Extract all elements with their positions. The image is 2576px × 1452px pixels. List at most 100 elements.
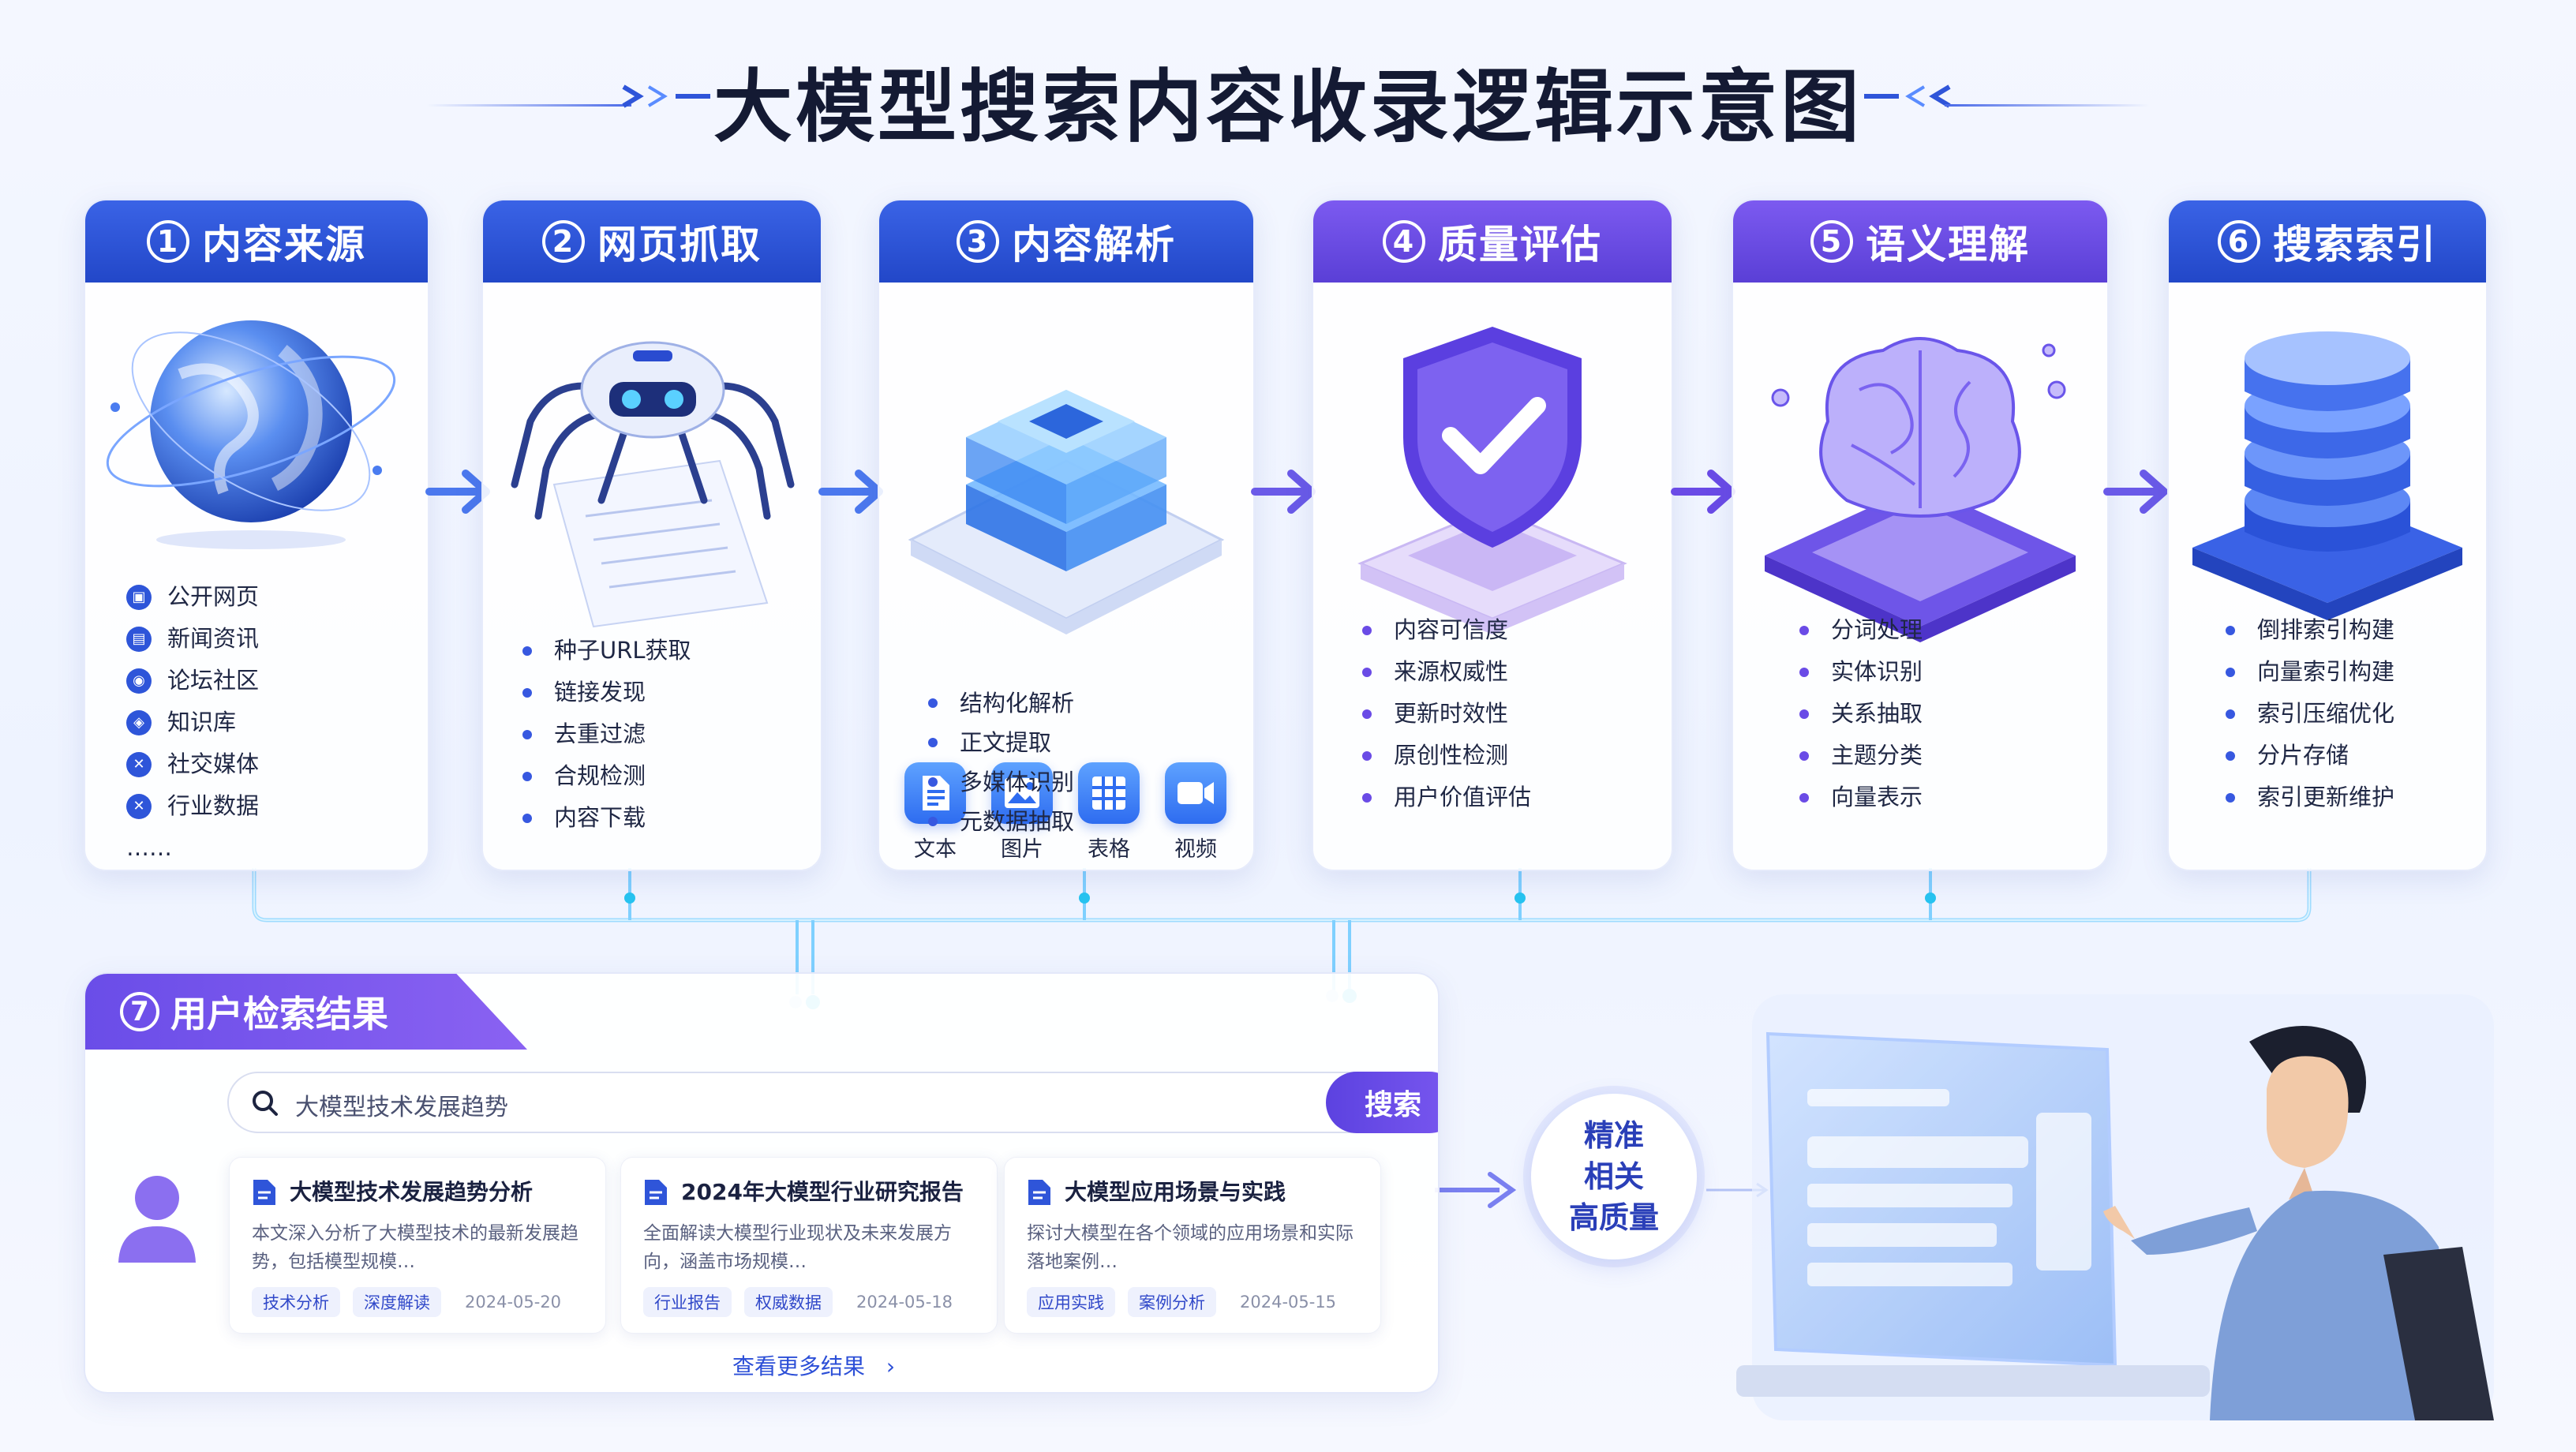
list-item: ◈知识库 <box>126 702 428 743</box>
list-item: 正文提取 <box>928 723 1253 762</box>
result-card-2[interactable]: 2024年大模型行业研究报告 全面解读大模型行业现状及未来发展方向，涵盖市场规模… <box>620 1157 998 1334</box>
brain-icon <box>1765 337 2076 642</box>
result-title[interactable]: 大模型应用场景与实践 <box>1065 1179 1286 1205</box>
result-description: 全面解读大模型行业现状及未来发展方向，涵盖市场规模… <box>643 1223 952 1272</box>
web-page-icon: ▣ <box>126 584 152 610</box>
stage-card-5: 5 语义理解 分词处理 实体识别 关系抽取 主题分类 向量表示 <box>1732 199 2109 871</box>
result-card-1[interactable]: 大模型技术发展趋势分析 本文深入分析了大模型技术的最新发展趋势，包括模型规模… … <box>229 1157 606 1334</box>
list-item: 链接发现 <box>522 672 821 713</box>
document-icon <box>253 1180 275 1205</box>
document-icon <box>1028 1180 1050 1205</box>
list-item: 去重过滤 <box>522 713 821 755</box>
result-date: 2024-05-15 <box>1240 1293 1337 1312</box>
list-item: 结构化解析 <box>928 683 1253 723</box>
result-title[interactable]: 大模型技术发展趋势分析 <box>290 1179 534 1205</box>
result-tag: 权威数据 <box>744 1287 833 1317</box>
stage-title-3: 内容解析 <box>1012 222 1176 268</box>
search-input[interactable]: 大模型技术发展趋势 搜索 <box>227 1072 1438 1133</box>
list-item: 倒排索引构建 <box>2226 609 2486 651</box>
list-item: 来源权威性 <box>1362 651 1672 693</box>
list-item: ◉论坛社区 <box>126 660 428 702</box>
precision-label-2: 相关 <box>1583 1159 1644 1194</box>
result-tag: 行业报告 <box>643 1287 732 1317</box>
list-item: 多媒体识别 <box>928 762 1253 802</box>
result-tags: 技术分析 深度解读 2024-05-20 <box>252 1287 561 1317</box>
stage-title-1: 内容来源 <box>202 222 366 268</box>
list-item: ✕社交媒体 <box>126 743 428 785</box>
list-item: 分片存储 <box>2226 735 2486 777</box>
stage-list-4: 内容可信度 来源权威性 更新时效性 原创性检测 用户价值评估 <box>1362 609 1672 818</box>
list-item: 合规检测 <box>522 755 821 797</box>
more-results-link[interactable]: 查看更多结果 › <box>732 1353 896 1379</box>
stage-header-5: 5 语义理解 <box>1733 200 2107 283</box>
stage-header-3: 3 内容解析 <box>879 200 1253 283</box>
document-icon <box>645 1180 667 1205</box>
page-title: 大模型搜索内容收录逻辑示意图 <box>713 61 1863 153</box>
search-icon <box>253 1091 278 1116</box>
stage-number-1: 1 <box>147 220 189 263</box>
result-description: 本文深入分析了大模型技术的最新发展趋势，包括模型规模… <box>252 1223 578 1272</box>
title-deco-left-icon <box>622 84 710 108</box>
result-tags: 应用实践 案例分析 2024-05-15 <box>1027 1287 1336 1317</box>
stage-title-5: 语义理解 <box>1866 222 2030 268</box>
list-item: 实体识别 <box>1799 651 2107 693</box>
stage-list-3: 结构化解析 正文提取 多媒体识别 元数据抽取 <box>928 683 1253 841</box>
list-item: 原创性检测 <box>1362 735 1672 777</box>
layered-cube-icon <box>908 390 1225 634</box>
result-title[interactable]: 2024年大模型行业研究报告 <box>681 1179 964 1205</box>
news-icon: ▤ <box>126 626 152 652</box>
list-item: 种子URL获取 <box>522 630 821 672</box>
industry-data-icon: ✕ <box>126 793 152 819</box>
social-media-icon: ✕ <box>126 751 152 777</box>
list-item: 内容下载 <box>522 797 821 839</box>
precision-label-1: 精准 <box>1583 1118 1644 1153</box>
media-table-icon <box>1078 762 1140 824</box>
precision-label-3: 高质量 <box>1568 1200 1659 1235</box>
user-avatar-icon <box>118 1176 196 1263</box>
list-item: 内容可信度 <box>1362 609 1672 651</box>
media-label-video: 视频 <box>1174 837 1217 862</box>
flow-arrow-icon <box>2103 470 2168 514</box>
shield-check-icon <box>1357 327 1627 634</box>
result-tag: 深度解读 <box>353 1287 441 1317</box>
list-item: 向量表示 <box>1799 777 2107 818</box>
globe-icon <box>106 320 396 549</box>
list-item: ✕行业数据 <box>126 785 428 827</box>
stage-list-1: ▣公开网页 ▤新闻资讯 ◉论坛社区 ◈知识库 ✕社交媒体 ✕行业数据 …… <box>126 576 428 869</box>
knowledge-base-icon: ◈ <box>126 709 152 735</box>
results-title: 用户检索结果 <box>170 993 388 1035</box>
result-card-3[interactable]: 大模型应用场景与实践 探讨大模型在各个领域的应用场景和实际落地案例… 应用实践 … <box>1004 1157 1381 1334</box>
list-item: 主题分类 <box>1799 735 2107 777</box>
list-item: 关系抽取 <box>1799 693 2107 735</box>
list-item: 索引压缩优化 <box>2226 693 2486 735</box>
result-tag: 技术分析 <box>252 1287 340 1317</box>
result-date: 2024-05-20 <box>465 1293 562 1312</box>
flow-arrow-icon <box>1671 470 1735 514</box>
search-query-text: 大模型技术发展趋势 <box>295 1094 508 1121</box>
list-item: 更新时效性 <box>1362 693 1672 735</box>
result-tag: 应用实践 <box>1027 1287 1115 1317</box>
list-item: 元数据抽取 <box>928 802 1253 841</box>
stage-title-2: 网页抓取 <box>597 222 762 268</box>
list-item: 用户价值评估 <box>1362 777 1672 818</box>
title-area: 大模型搜索内容收录逻辑示意图 <box>0 35 2576 161</box>
media-label-text: 文本 <box>914 837 957 862</box>
user-at-screen-illustration <box>1736 994 2494 1420</box>
forum-icon: ◉ <box>126 668 152 694</box>
stage-list-2: 种子URL获取 链接发现 去重过滤 合规检测 内容下载 <box>522 630 821 839</box>
title-line-right <box>1945 104 2150 107</box>
search-button[interactable]: 搜索 <box>1326 1072 1438 1133</box>
media-label-table: 表格 <box>1088 837 1130 862</box>
stage-card-6: 6 搜索索引 倒排索引构建 向量索引构建 索引压缩优化 分片存储 索引更新维护 <box>2167 199 2488 871</box>
list-item: 索引更新维护 <box>2226 777 2486 818</box>
spider-robot-icon <box>511 341 795 628</box>
list-item: 向量索引构建 <box>2226 651 2486 693</box>
stage-card-1: 1 内容来源 ▣公开网页 ▤新闻资讯 ◉论坛社区 ◈知识库 ✕社交媒体 ✕行业数… <box>84 199 429 871</box>
stage-header-6: 6 搜索索引 <box>2169 200 2486 283</box>
stage-card-3: 3 内容解析 文本 图片 表格 视频 结构化解析 正文提取 多媒体识别 元数据抽 <box>878 199 1255 871</box>
stage-header-1: 1 内容来源 <box>85 200 428 283</box>
search-results-panel: 7 用户检索结果 大模型技术发展趋势 搜索 大模型技术发展趋势分析 本文深入分析… <box>84 972 1440 1394</box>
list-item: 分词处理 <box>1799 609 2107 651</box>
stage-card-4: 4 质量评估 内容可信度 来源权威性 更新时效性 原创性检测 用户价值评估 <box>1312 199 1673 871</box>
results-number: 7 <box>120 992 159 1031</box>
